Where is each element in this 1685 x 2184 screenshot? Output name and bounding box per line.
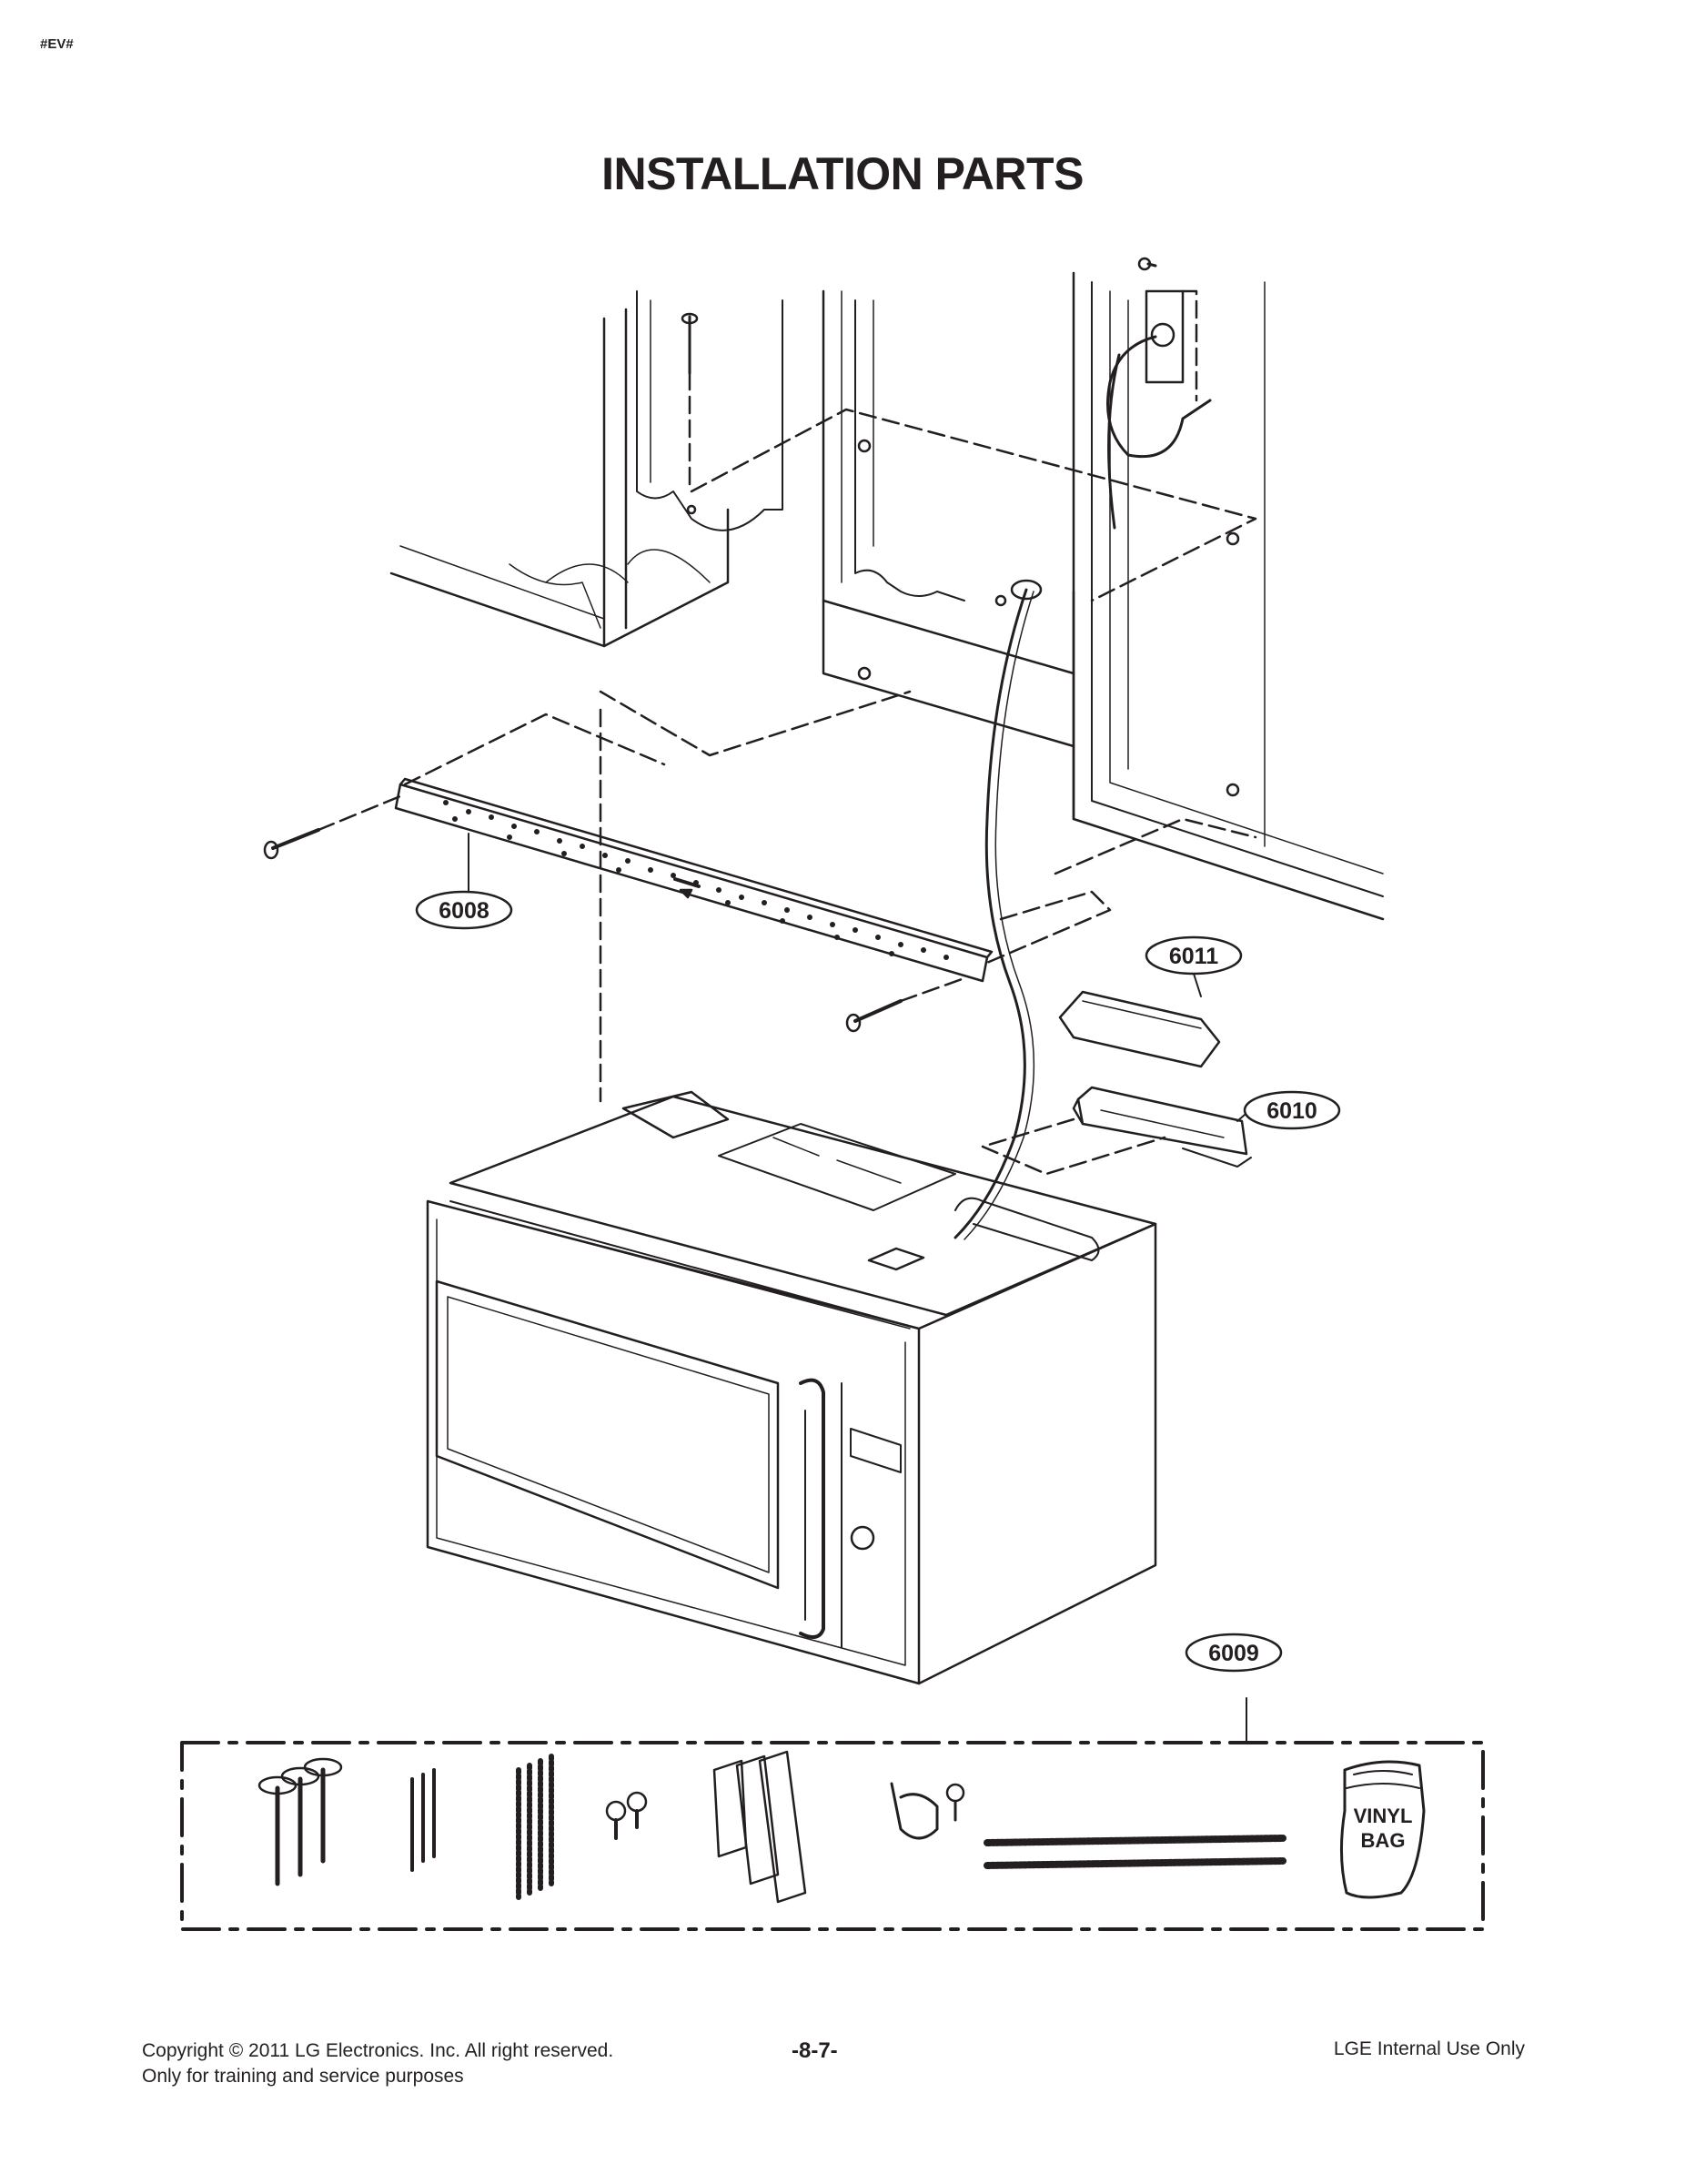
page-number: -8-7- [792,2038,838,2063]
callout-oval-6008 [415,890,513,930]
callout-6011: 6011 [1169,944,1218,969]
callout-6010: 6010 [1266,1098,1317,1124]
copyright-text: Copyright © 2011 LG Electronics. Inc. Al… [142,2040,614,2061]
page-title: INSTALLATION PARTS [601,148,1084,199]
mounting-plate-6008 [263,708,994,1103]
microwave-oven [426,1090,1157,1685]
callout-oval-6010 [1243,1090,1341,1130]
parts-kit-6009 [180,1697,1485,1931]
vinyl-bag-line2: BAG [1361,1829,1406,1852]
callout-6008: 6008 [439,898,489,924]
footer-left: Copyright © 2011 LG Electronics. Inc. Al… [142,2038,613,2089]
vinyl-bag-line1: VINYL [1354,1805,1413,1827]
power-cord [953,257,1212,1240]
duct-parts [981,990,1252,1176]
training-text: Only for training and service purposes [142,2066,464,2087]
callout-oval-6009 [1185,1633,1283,1673]
header-tag: #EV# [40,36,74,52]
internal-use-text: LGE Internal Use Only [1333,2038,1525,2059]
callout-6009: 6009 [1208,1641,1259,1666]
upper-cabinets [389,271,1385,966]
